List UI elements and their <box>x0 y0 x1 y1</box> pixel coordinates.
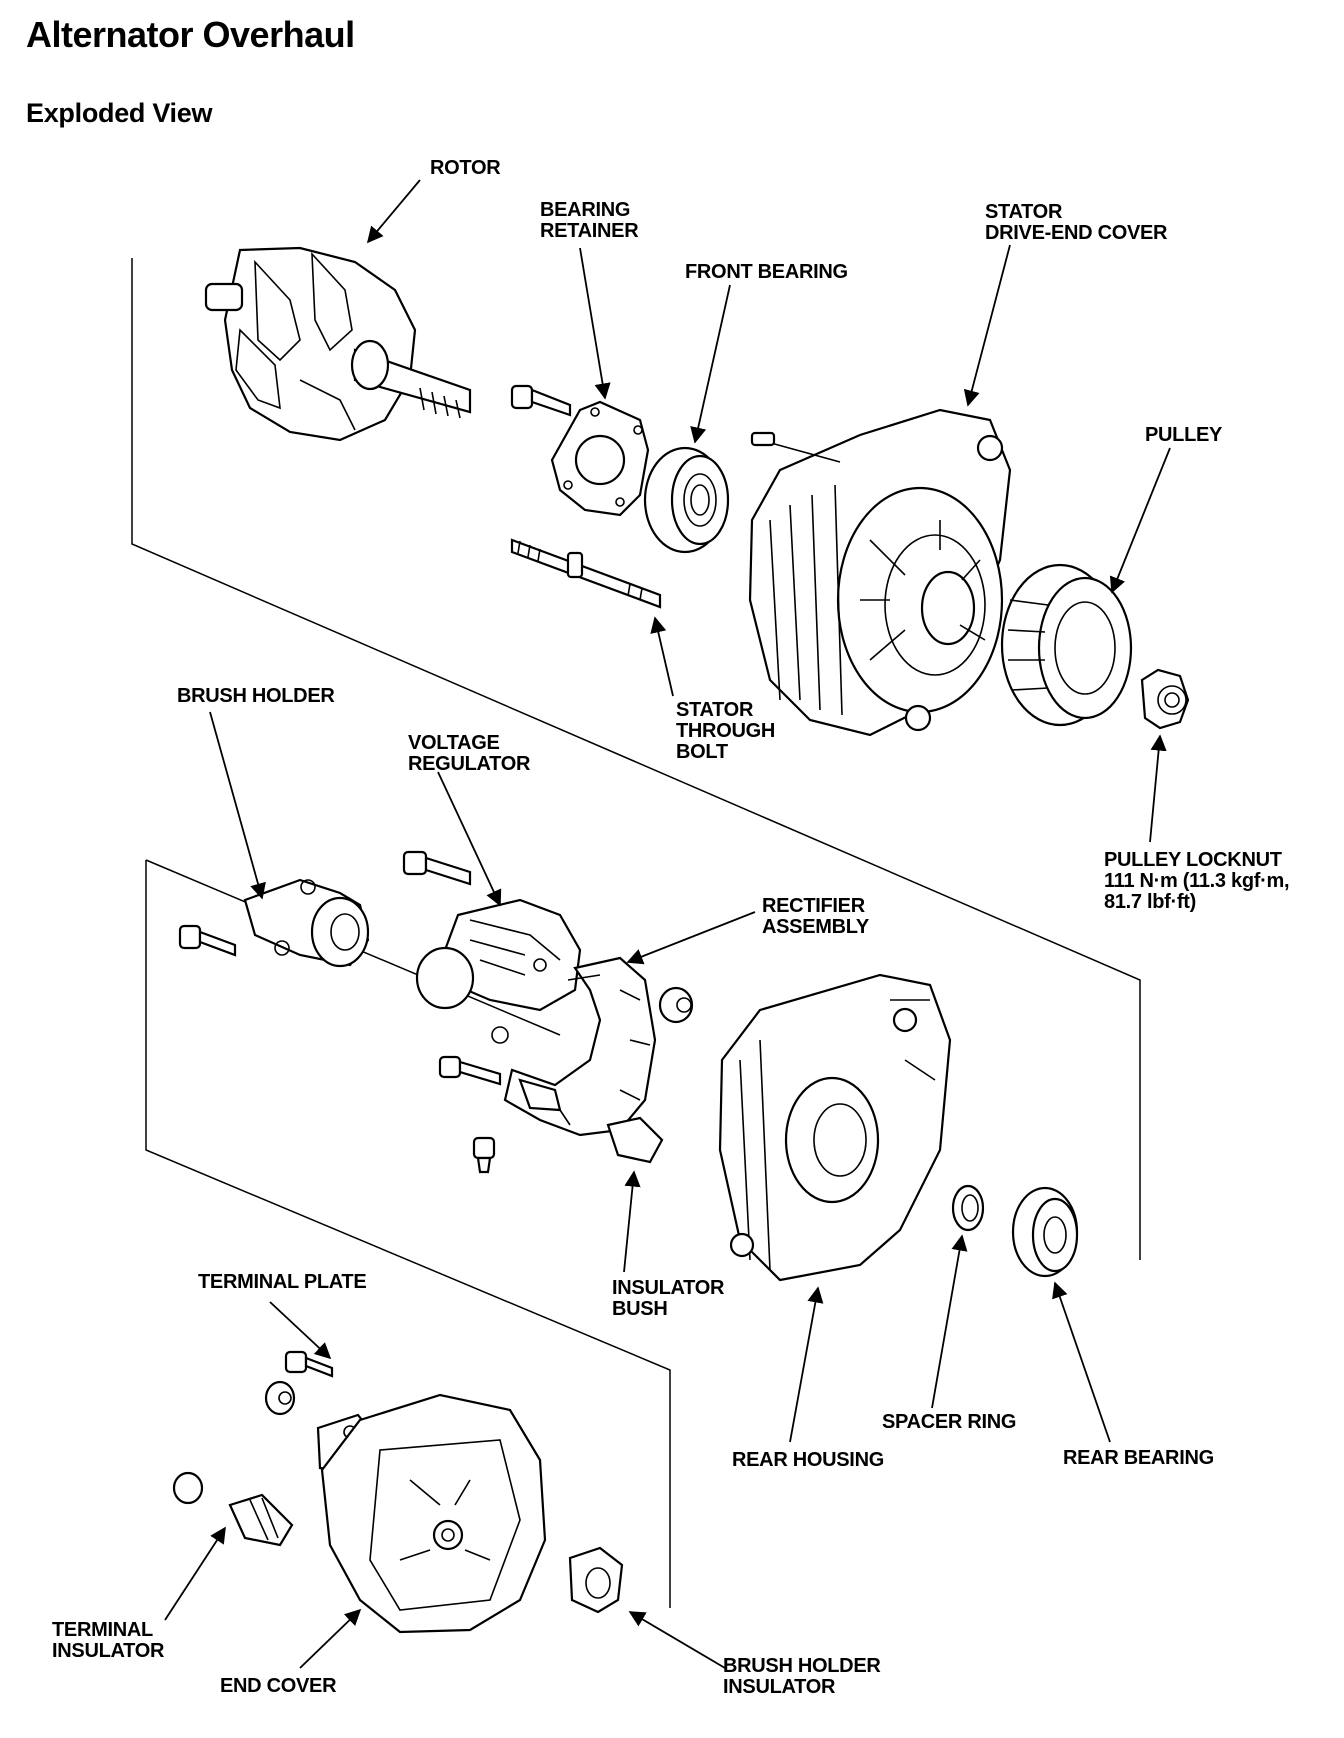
drive-end-cover-part <box>748 408 1012 737</box>
insulator-bush-part <box>606 1116 664 1164</box>
label-brush-holder: BRUSH HOLDER <box>177 685 335 707</box>
spacer-ring-part <box>951 1184 985 1232</box>
label-front-bearing: FRONT BEARING <box>685 261 848 283</box>
bearing-retainer-part <box>550 400 650 517</box>
end-cover-part <box>320 1393 547 1634</box>
rear-bearing-part <box>1011 1186 1079 1278</box>
section-title: Exploded View <box>26 98 213 128</box>
label-pulley: PULLEY <box>1145 424 1223 446</box>
pulley-locknut-part <box>1140 668 1190 730</box>
voltage-regulator-part <box>415 898 582 1044</box>
pulley-part <box>1000 563 1133 727</box>
label-end-cover: END COVER <box>220 1675 337 1697</box>
brush-holder-insulator-part <box>568 1546 624 1614</box>
rotor-part <box>204 246 472 442</box>
regulator-screw <box>402 850 472 886</box>
rectifier-assembly-part <box>503 956 657 1137</box>
page-title: Alternator Overhaul <box>26 14 355 55</box>
stator-through-bolt-part <box>510 538 662 609</box>
brush-holder-part <box>243 878 370 968</box>
brush-holder-screw <box>178 924 237 957</box>
terminal-insulator-part <box>172 1471 294 1547</box>
front-bearing-part <box>643 446 730 554</box>
label-rear-bearing: REAR BEARING <box>1063 1447 1214 1469</box>
rear-housing-part <box>718 973 952 1282</box>
terminal-nut <box>264 1380 296 1416</box>
label-terminal-plate: TERMINAL PLATE <box>198 1271 367 1293</box>
rectifier-screw <box>438 1055 502 1086</box>
terminal-plate-screw <box>284 1350 334 1378</box>
label-rotor: ROTOR <box>430 157 501 179</box>
upper-assembly-frame <box>131 258 1141 1260</box>
leader-lines <box>164 179 1171 1669</box>
label-rear-housing: REAR HOUSING <box>732 1449 884 1471</box>
label-spacer-ring: SPACER RING <box>882 1411 1017 1433</box>
retainer-screw <box>510 384 572 417</box>
small-screw <box>472 1136 496 1174</box>
housing-nut <box>658 986 694 1024</box>
